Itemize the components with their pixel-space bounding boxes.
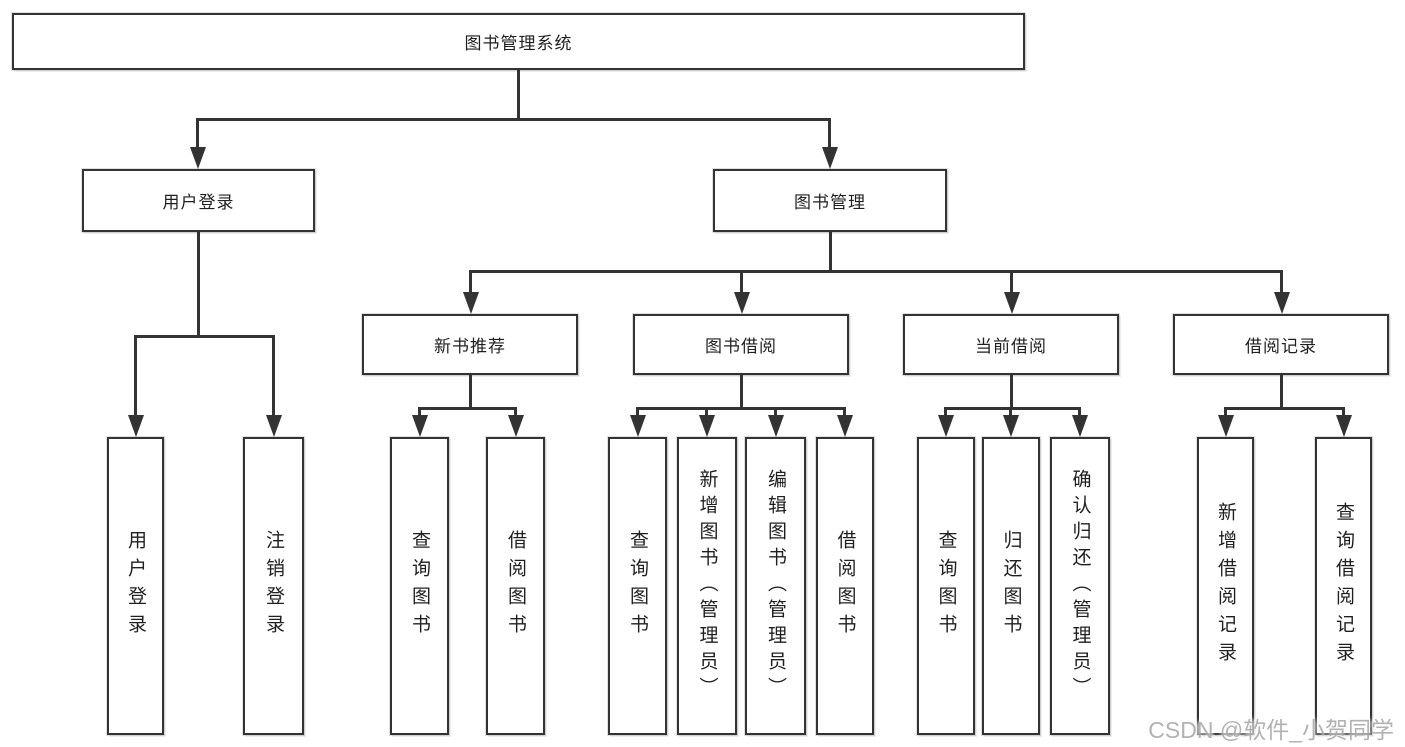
node-label: 用户登录: [162, 193, 235, 212]
node-label: 图书借阅: [705, 337, 777, 356]
arrow-current-return: [1009, 407, 1012, 415]
arrow-to-leaf-user-login: [134, 335, 137, 415]
node-label: 借阅记录: [1245, 337, 1317, 356]
leaf-query-books-under-borrow: 查询图书: [608, 437, 667, 735]
connector-new-book-stem: [469, 375, 472, 409]
leaf-borrow-books-under-borrow: 借阅图书: [816, 437, 874, 735]
arrow-to-leaf-logout: [272, 335, 275, 415]
leaf-label: 新增借阅记录: [1215, 502, 1236, 670]
connector-current-borrow-stem: [1010, 375, 1013, 409]
node-borrow-records: 借阅记录: [1173, 314, 1389, 375]
leaf-label: 借阅图书: [505, 530, 526, 642]
connector-book-borrow-hline: [636, 407, 846, 410]
leaf-logout: 注销登录: [243, 437, 304, 735]
arrow-records-query: [1342, 407, 1345, 415]
arrow-borrow-add: [705, 407, 708, 415]
leaf-label: 注销登录: [263, 530, 284, 642]
arrow-borrow-edit: [774, 407, 777, 415]
arrow-current-confirm: [1078, 407, 1081, 415]
node-user-login-branch: 用户登录: [82, 169, 315, 232]
connector-root-stem: [517, 70, 520, 120]
arrow-borrow-query: [636, 407, 639, 415]
csdn-watermark: CSDN @软件_小贺同学: [1148, 717, 1394, 743]
leaf-label: 查询图书: [935, 530, 957, 642]
arrow-to-current-borrow: [1010, 270, 1013, 292]
leaf-label: 确认归还（管理员）: [1069, 469, 1091, 703]
leaf-query-books-under-current: 查询图书: [917, 437, 975, 735]
connector-root-hline: [196, 118, 831, 121]
leaf-add-books-admin: 新增图书（管理员）: [677, 437, 737, 735]
node-book-management-branch: 图书管理: [713, 169, 947, 232]
connector-user-login-hline: [134, 335, 275, 338]
connector-borrow-records-hline: [1224, 407, 1345, 410]
arrow-new-book-query: [418, 407, 421, 415]
arrow-to-book-borrow: [740, 270, 743, 292]
node-book-management-system: 图书管理系统: [12, 13, 1025, 70]
node-new-book-recommend: 新书推荐: [362, 314, 578, 375]
node-label: 图书管理: [794, 193, 866, 212]
leaf-user-login: 用户登录: [107, 437, 164, 735]
arrow-records-add: [1224, 407, 1227, 415]
arrow-to-borrow-records: [1280, 270, 1283, 292]
arrow-current-query: [944, 407, 947, 415]
leaf-label: 归还图书: [1000, 530, 1022, 642]
arrow-borrow-borrow: [843, 407, 846, 415]
leaf-confirm-return-admin: 确认归还（管理员）: [1050, 437, 1110, 735]
connector-borrow-records-stem: [1280, 375, 1283, 409]
leaf-return-books: 归还图书: [982, 437, 1040, 735]
leaf-label: 查询图书: [627, 530, 648, 642]
leaf-label: 编辑图书（管理员）: [765, 469, 786, 703]
leaf-label: 新增图书（管理员）: [696, 469, 718, 703]
arrow-new-book-borrow: [514, 407, 517, 415]
node-label: 新书推荐: [434, 337, 506, 356]
node-label: 图书管理系统: [464, 34, 573, 53]
leaf-label: 用户登录: [125, 530, 146, 642]
leaf-label: 查询借阅记录: [1333, 502, 1354, 670]
arrow-to-new-book-recommend: [469, 270, 472, 292]
arrow-to-user-login: [196, 118, 199, 147]
arrow-to-book-management: [828, 118, 831, 147]
leaf-edit-books-admin: 编辑图书（管理员）: [745, 437, 806, 735]
node-label: 当前借阅: [975, 337, 1047, 356]
leaf-label: 查询图书: [409, 530, 430, 642]
connector-current-borrow-hline: [944, 407, 1081, 410]
leaf-add-borrow-record: 新增借阅记录: [1197, 437, 1254, 735]
leaf-borrow-books-under-recommend: 借阅图书: [486, 437, 545, 735]
connector-user-login-stem: [197, 232, 200, 337]
leaf-label: 借阅图书: [834, 530, 856, 642]
connector-book-mgmt-hline: [469, 270, 1282, 273]
leaf-query-books-under-recommend: 查询图书: [390, 437, 449, 735]
connector-book-mgmt-stem: [829, 232, 832, 272]
connector-book-borrow-stem: [740, 375, 743, 409]
node-current-borrow: 当前借阅: [903, 314, 1119, 375]
connector-new-book-hline: [418, 407, 517, 410]
leaf-query-borrow-record: 查询借阅记录: [1315, 437, 1372, 735]
node-book-borrow: 图书借阅: [633, 314, 849, 375]
